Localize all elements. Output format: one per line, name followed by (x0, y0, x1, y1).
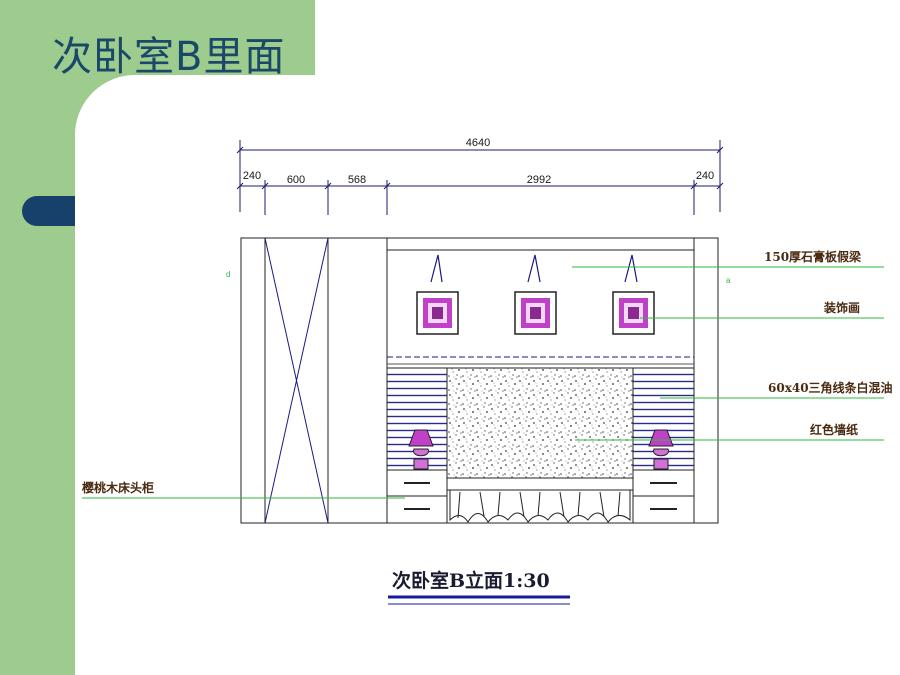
decorative-painting (514, 291, 557, 335)
dim-seg-5: 240 (696, 170, 714, 182)
corner-curve-decor (75, 75, 135, 135)
dim-seg-2: 600 (287, 174, 305, 186)
annotation-cabinet: 樱桃木床头柜 (82, 480, 154, 495)
dim-seg-4: 2992 (527, 174, 551, 186)
table-lamp-right (648, 429, 674, 470)
slide-title: 次卧室B里面 (52, 34, 286, 80)
bed-skirt (446, 477, 634, 523)
annotation-wallpaper: 红色墙纸 (810, 422, 858, 437)
annotation-paintings: 装饰画 (823, 300, 860, 315)
wardrobe-cross (264, 237, 329, 524)
side-mark-left: d (226, 270, 230, 279)
title-band (0, 0, 315, 75)
left-decor-band (0, 0, 75, 675)
nightstand-left (386, 469, 448, 524)
dim-seg-3: 568 (348, 174, 366, 186)
decorative-painting (416, 291, 459, 335)
decorative-painting (612, 291, 655, 335)
side-mark-right: a (726, 276, 731, 285)
wallpaper-headboard (446, 367, 634, 479)
dim-total: 4640 (466, 137, 490, 149)
pendant-lamps (430, 254, 638, 283)
dimension-lines (236, 140, 724, 215)
table-lamp-left (408, 429, 434, 470)
bullet-marker (22, 196, 75, 226)
annotation-ceiling-beam: 150厚石膏板假梁 (764, 249, 861, 264)
drawing-caption: 次卧室B立面1:30 (392, 569, 550, 592)
annotation-triangle-trim: 60x40三角线条白混油 (768, 380, 893, 395)
dim-seg-1: 240 (243, 170, 261, 182)
leader-lines (82, 266, 884, 499)
nightstand-right (632, 469, 695, 524)
